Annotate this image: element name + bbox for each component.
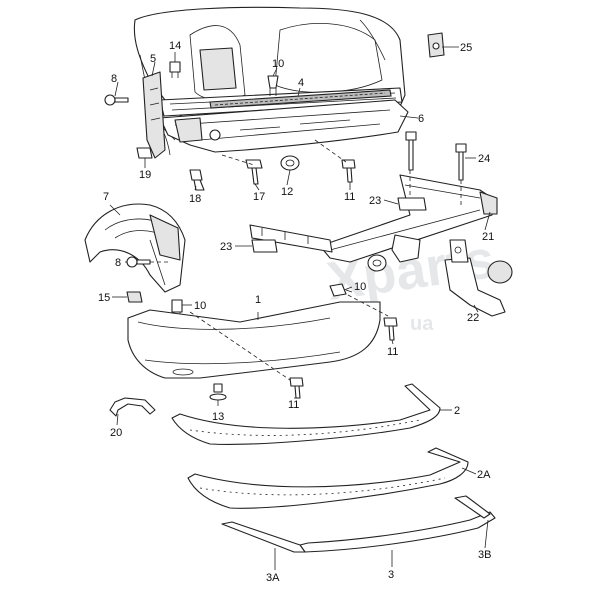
callout-10-top: 10 xyxy=(272,58,284,70)
callout-20: 20 xyxy=(110,427,122,439)
callout-3a: 3A xyxy=(266,572,280,584)
bolt-11-right xyxy=(383,317,398,341)
fastener-clip-10-top xyxy=(267,75,279,96)
part-21-towbar-crossmember xyxy=(249,174,498,272)
callout-21: 21 xyxy=(482,231,494,243)
part-6-rear-carrier xyxy=(159,99,409,153)
clip-13 xyxy=(209,383,227,401)
callout-25: 25 xyxy=(460,42,472,54)
nut-12 xyxy=(280,155,300,171)
callout-labels: 25 14 5 8 10 4 6 19 17 12 11 18 24 23 7 … xyxy=(98,40,494,584)
callout-22: 22 xyxy=(467,312,479,324)
callout-13: 13 xyxy=(212,411,224,423)
callout-15: 15 xyxy=(98,292,110,304)
clip-10-right xyxy=(329,283,353,297)
clip-19 xyxy=(136,147,153,159)
callout-18: 18 xyxy=(189,193,201,205)
callout-5: 5 xyxy=(150,53,156,65)
part-4-guide-strip xyxy=(209,89,392,109)
part-23-plate-mid xyxy=(251,239,278,253)
bolt-11-top xyxy=(341,159,356,183)
bolt-24-left xyxy=(405,131,417,171)
bolt-17 xyxy=(245,159,263,185)
callout-11-right: 11 xyxy=(387,346,398,358)
part-3a-strip xyxy=(221,521,306,553)
callout-8-top: 8 xyxy=(111,73,117,85)
callout-4: 4 xyxy=(298,77,304,89)
callout-6: 6 xyxy=(418,113,424,125)
part-7-wheel-arch-liner xyxy=(84,203,186,293)
callout-11-bottom: 11 xyxy=(288,399,299,411)
bolt-11-bottom xyxy=(289,377,304,399)
part-3-lower-strip xyxy=(299,495,496,553)
callout-10-right: 10 xyxy=(354,281,366,293)
clip-15 xyxy=(126,291,143,303)
leader-lines xyxy=(109,46,491,570)
callout-8-mid: 8 xyxy=(115,257,121,269)
callout-3b: 3B xyxy=(478,549,491,561)
part-22-tow-hitch xyxy=(444,239,513,317)
part-20-bracket xyxy=(109,397,156,417)
part-5-side-bracket xyxy=(142,71,166,159)
callout-24: 24 xyxy=(478,153,490,165)
callout-23-mid: 23 xyxy=(220,241,232,253)
part-2-trim-strip xyxy=(171,383,441,445)
part-25-small-bracket xyxy=(427,32,445,58)
callout-3: 3 xyxy=(388,569,394,581)
bolt-24-right xyxy=(455,143,467,181)
bolt-8-top xyxy=(104,94,129,106)
part-1-bumper-cover xyxy=(127,301,381,379)
callout-11-top: 11 xyxy=(344,191,355,203)
callout-1: 1 xyxy=(255,294,261,306)
part-23-plate-top xyxy=(397,197,427,211)
callout-23-top: 23 xyxy=(369,195,381,207)
fastener-clip-14 xyxy=(169,61,181,78)
clip-18 xyxy=(189,169,205,191)
callout-2: 2 xyxy=(454,405,460,417)
part-2a-strip xyxy=(187,447,469,509)
callout-2a: 2A xyxy=(477,469,491,481)
callout-14: 14 xyxy=(169,40,181,52)
callout-19: 19 xyxy=(139,169,151,181)
callout-10-left: 10 xyxy=(194,300,206,312)
callout-7: 7 xyxy=(103,191,109,203)
callout-17: 17 xyxy=(253,191,265,203)
watermark-domain: ua xyxy=(410,313,434,335)
callout-12: 12 xyxy=(281,186,293,198)
